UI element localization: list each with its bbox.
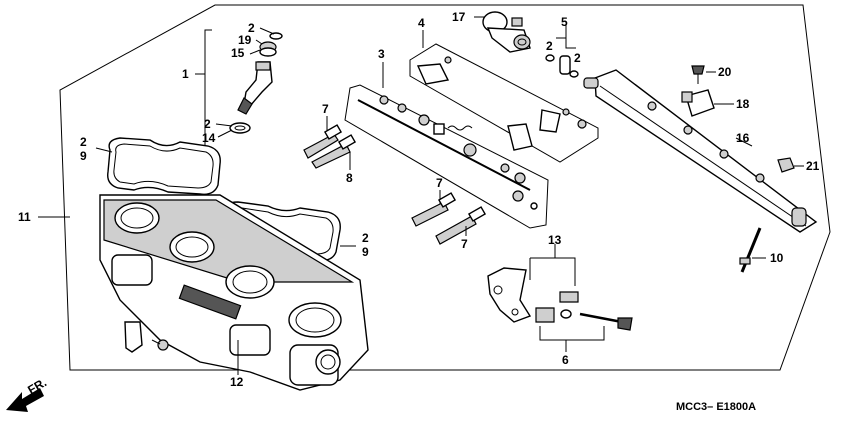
callout-14: 14 [202, 131, 216, 145]
callout-18: 18 [736, 97, 750, 111]
front-direction-label: FR. [25, 375, 49, 397]
front-direction-arrow [6, 388, 44, 412]
callout-2: 2 [80, 135, 87, 149]
callout-2: 2 [574, 51, 581, 65]
assembly-border [59, 4, 831, 371]
sensor-set-left [303, 116, 357, 170]
fuel-rail [583, 69, 818, 233]
callout-13: 13 [548, 233, 562, 247]
callout-8: 8 [346, 171, 353, 185]
diagram-code: MCC3– E1800A [676, 401, 756, 413]
callout-2: 2 [362, 231, 369, 245]
callout-11: 11 [18, 210, 31, 224]
sensor-set-right [411, 190, 487, 245]
callout-10: 10 [770, 251, 784, 265]
throttle-body [38, 194, 369, 391]
callout-12: 12 [230, 375, 244, 389]
callout-19: 19 [238, 33, 252, 47]
callout-7: 7 [461, 237, 468, 251]
stud-bolt [739, 227, 766, 273]
callout-5: 5 [561, 15, 568, 29]
callout-2: 2 [204, 117, 211, 131]
callout-9: 9 [80, 149, 87, 163]
callout-21: 21 [806, 159, 820, 173]
callout-16: 16 [736, 131, 750, 145]
collar-group [545, 24, 579, 78]
linkage-group [487, 244, 633, 352]
shaft-panel [344, 62, 549, 229]
callout-2: 2 [546, 39, 553, 53]
callout-15: 15 [231, 46, 245, 60]
bracket-panel [409, 30, 599, 163]
callout-6: 6 [562, 353, 569, 367]
callout-9: 9 [362, 245, 369, 259]
pressure-regulator [474, 11, 531, 53]
injector-group [195, 27, 283, 151]
callout-2: 2 [248, 21, 255, 35]
callout-7: 7 [322, 102, 329, 116]
callout-17: 17 [452, 10, 466, 24]
callout-4: 4 [418, 16, 425, 30]
gasket-upper [95, 137, 221, 195]
bolt-and-sensor [681, 65, 804, 173]
callout-3: 3 [378, 47, 385, 61]
callout-7: 7 [436, 176, 443, 190]
callout-1: 1 [182, 67, 189, 81]
callout-20: 20 [718, 65, 732, 79]
